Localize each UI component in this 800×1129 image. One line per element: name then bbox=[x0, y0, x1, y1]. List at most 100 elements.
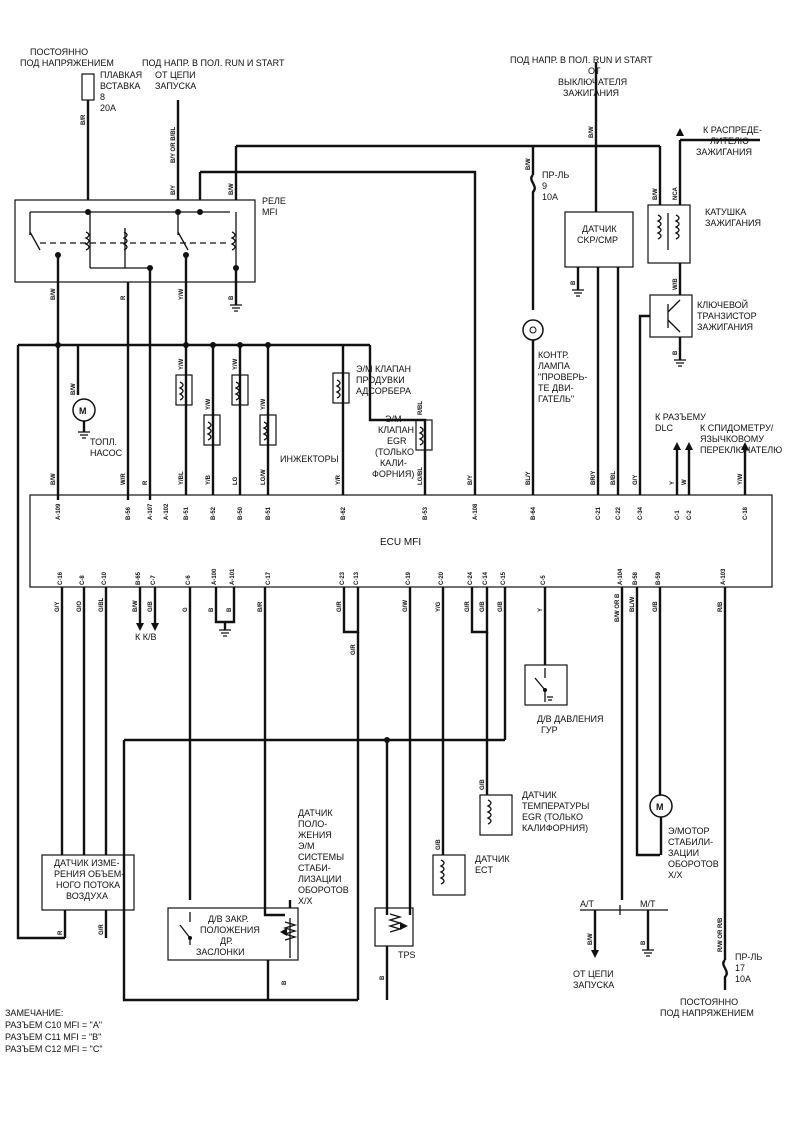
svg-text:К РАЗЪЕМУ: К РАЗЪЕМУ bbox=[655, 412, 706, 422]
svg-text:ПОЛО-: ПОЛО- bbox=[298, 819, 327, 829]
wire-label: B bbox=[571, 280, 577, 285]
ecu-top-wire-labels: B/W W/R R Y/BL Y/B LG LG/W Y/R LG/BL B/Y… bbox=[51, 467, 744, 485]
svg-text:ДР.: ДР. bbox=[220, 936, 233, 946]
injectors-group: Y/W Y/W Y/W Y/W bbox=[175, 345, 277, 495]
svg-text:ТЕМПЕРАТУРЫ: ТЕМПЕРАТУРЫ bbox=[522, 801, 589, 811]
svg-text:КАТУШКА: КАТУШКА bbox=[705, 207, 746, 217]
svg-text:B: B bbox=[227, 607, 233, 612]
svg-text:Э/М КЛАПАН: Э/М КЛАПАН bbox=[356, 364, 411, 374]
svg-text:Y/W: Y/W bbox=[261, 398, 267, 410]
purge-valve-label: Э/М КЛАПАН ПРОДУВКИ АДСОРБЕРА bbox=[356, 364, 411, 396]
svg-text:C-15: C-15 bbox=[501, 571, 507, 585]
svg-text:C-13: C-13 bbox=[354, 571, 360, 585]
mt-label: M/T bbox=[640, 899, 656, 909]
svg-text:Y/W: Y/W bbox=[206, 398, 212, 410]
svg-text:Х/Х: Х/Х bbox=[298, 896, 313, 906]
ecu-top-pins: A-109 B-56 A-107 A-102 B-51 B-52 B-50 B-… bbox=[56, 503, 749, 520]
idle-position-sensor-label: ДАТЧИК ПОЛО- ЖЕНИЯ Э/М СИСТЕМЫ СТАБИ- ЛИ… bbox=[298, 808, 349, 906]
wire-label: B bbox=[673, 350, 679, 355]
svg-text:BL/W: BL/W bbox=[630, 596, 636, 612]
svg-text:КАЛИ-: КАЛИ- bbox=[380, 458, 407, 468]
svg-text:ПОЛОЖЕНИЯ: ПОЛОЖЕНИЯ bbox=[200, 925, 260, 935]
svg-text:A-101: A-101 bbox=[230, 568, 236, 585]
svg-text:СТАБИ-: СТАБИ- bbox=[298, 863, 331, 873]
svg-text:Y/W: Y/W bbox=[233, 358, 239, 370]
constant-bottom-label: ПОСТОЯННО ПОД НАПРЯЖЕНИЕМ bbox=[660, 997, 754, 1018]
svg-text:M: M bbox=[79, 406, 87, 416]
wire-label: W/B bbox=[673, 278, 679, 290]
svg-text:РЕНИЯ ОБЪЕМ-: РЕНИЯ ОБЪЕМ- bbox=[54, 869, 124, 879]
to-dlc-label: К РАЗЪЕМУ DLC bbox=[655, 412, 706, 433]
svg-text:B/W: B/W bbox=[589, 126, 595, 138]
key-transistor-label: КЛЮЧЕВОЙ ТРАНЗИСТОР ЗАЖИГАНИЯ bbox=[697, 299, 757, 332]
wire-label: B/W bbox=[71, 383, 77, 395]
svg-text:КАЛИФОРНИЯ): КАЛИФОРНИЯ) bbox=[522, 823, 588, 833]
svg-text:ЗАЖИГАНИЯ: ЗАЖИГАНИЯ bbox=[697, 322, 753, 332]
svg-text:B/Y: B/Y bbox=[468, 475, 474, 485]
svg-text:W/R: W/R bbox=[121, 473, 127, 485]
svg-text:BL/Y: BL/Y bbox=[526, 471, 532, 485]
throttle-closed-switch-box bbox=[167, 907, 299, 961]
svg-text:КОНТР.: КОНТР. bbox=[538, 350, 569, 360]
svg-text:G/BL: G/BL bbox=[99, 597, 105, 612]
svg-text:B/Y: B/Y bbox=[171, 185, 177, 195]
svg-text:Y/W: Y/W bbox=[738, 473, 744, 485]
svg-text:A-107: A-107 bbox=[148, 503, 154, 520]
svg-text:C-20: C-20 bbox=[439, 571, 445, 585]
svg-text:ЖЕНИЯ: ЖЕНИЯ bbox=[298, 830, 332, 840]
svg-text:C-22: C-22 bbox=[616, 506, 622, 520]
wire-label: B bbox=[641, 940, 647, 945]
ect-label: ДАТЧИК ECT bbox=[475, 854, 510, 875]
check-engine-lamp-icon bbox=[522, 319, 544, 341]
svg-text:C-21: C-21 bbox=[596, 506, 602, 520]
connector-note: ЗАМЕЧАНИЕ: РАЗЪЕМ C10 MFI = "A" РАЗЪЕМ C… bbox=[5, 1008, 103, 1054]
svg-text:A-109: A-109 bbox=[56, 503, 62, 520]
ckp-label: ДАТЧИК CKP/CMP bbox=[577, 224, 618, 245]
svg-text:CKP/CMP: CKP/CMP bbox=[577, 235, 618, 245]
svg-text:ЗАСЛОНКИ: ЗАСЛОНКИ bbox=[196, 947, 245, 957]
check-lamp-label: КОНТР. ЛАМПА "ПРОВЕРЬ- ТЕ ДВИ- ГАТЕЛЬ" bbox=[538, 350, 587, 404]
svg-text:C-7: C-7 bbox=[151, 575, 157, 585]
svg-text:G/R: G/R bbox=[465, 601, 471, 612]
from-ignition-switch-label: ОТ ВЫКЛЮЧАТЕЛЯ ЗАЖИГАНИЯ bbox=[558, 66, 627, 98]
svg-text:Y: Y bbox=[538, 608, 544, 612]
svg-text:ПОД НАПРЯЖЕНИЕМ: ПОД НАПРЯЖЕНИЕМ bbox=[20, 58, 114, 68]
iac-motor-label: Э/МОТОР СТАБИЛИ- ЗАЦИИ ОБОРОТОВ Х/Х bbox=[668, 826, 719, 880]
ps-switch-label: Д/В ДАВЛЕНИЯ ГУР bbox=[537, 714, 603, 735]
ignition-coil-label: КАТУШКА ЗАЖИГАНИЯ bbox=[705, 207, 761, 228]
svg-text:АДСОРБЕРА: АДСОРБЕРА bbox=[356, 386, 411, 396]
svg-text:СТАБИЛИ-: СТАБИЛИ- bbox=[668, 837, 713, 847]
svg-text:C-19: C-19 bbox=[406, 571, 412, 585]
svg-text:Э/М: Э/М bbox=[385, 414, 401, 424]
svg-text:C-23: C-23 bbox=[340, 571, 346, 585]
svg-text:LG: LG bbox=[233, 476, 239, 485]
constant-power-label: ПОСТОЯННО ПОД НАПРЯЖЕНИЕМ bbox=[20, 47, 114, 68]
svg-text:ПР-ЛЬ: ПР-ЛЬ bbox=[735, 952, 762, 962]
svg-text:A-100: A-100 bbox=[212, 568, 218, 585]
svg-text:G/B: G/B bbox=[148, 601, 154, 612]
svg-text:ЯЗЫЧКОВОМУ: ЯЗЫЧКОВОМУ bbox=[700, 434, 764, 444]
svg-text:A-104: A-104 bbox=[618, 568, 624, 585]
svg-text:LG/W: LG/W bbox=[261, 469, 267, 485]
ignition-coil-box bbox=[647, 204, 691, 264]
tps-label: TPS bbox=[398, 950, 416, 960]
svg-text:ДАТЧИК: ДАТЧИК bbox=[475, 854, 510, 864]
svg-text:Y/R: Y/R bbox=[336, 474, 342, 485]
svg-text:B-51: B-51 bbox=[184, 506, 190, 520]
svg-text:НОГО ПОТОКА: НОГО ПОТОКА bbox=[56, 880, 120, 890]
svg-text:G/Y: G/Y bbox=[633, 475, 639, 485]
svg-text:DLC: DLC bbox=[655, 423, 674, 433]
svg-text:B: B bbox=[209, 607, 215, 612]
svg-text:ЗАЖИГАНИЯ: ЗАЖИГАНИЯ bbox=[563, 88, 619, 98]
svg-text:EGR (ТОЛЬКО: EGR (ТОЛЬКО bbox=[522, 812, 583, 822]
svg-text:10A: 10A bbox=[735, 974, 751, 984]
wire-label: R bbox=[58, 930, 64, 935]
svg-text:ДАТЧИК ИЗМЕ-: ДАТЧИК ИЗМЕ- bbox=[54, 858, 120, 868]
wire-label: G/R bbox=[99, 924, 105, 935]
svg-text:B/R: B/R bbox=[258, 601, 264, 612]
fuse17-label: ПР-ЛЬ 17 10A bbox=[735, 952, 762, 984]
svg-text:ЗАПУСКА: ЗАПУСКА bbox=[573, 980, 614, 990]
fuse9-label: ПР-ЛЬ 9 10A bbox=[542, 170, 569, 202]
svg-text:ОТ ЦЕПИ: ОТ ЦЕПИ bbox=[155, 70, 196, 80]
